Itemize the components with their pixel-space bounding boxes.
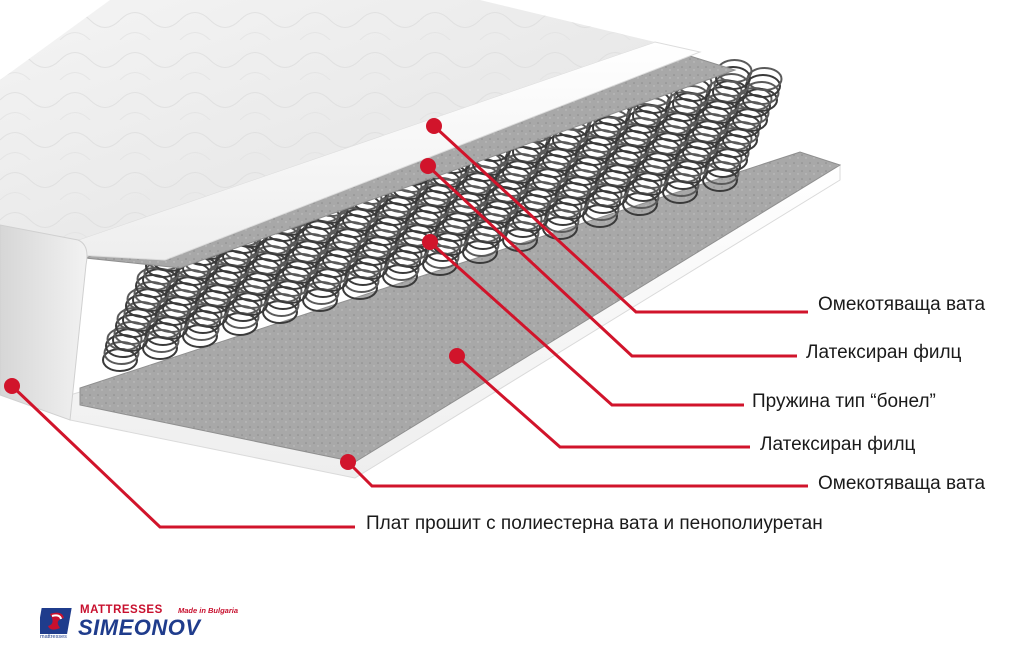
label-top-wadding: Омекотяваща вата: [818, 294, 986, 315]
callout-dot-bonnell-spring: [422, 234, 438, 250]
callout-dot-cover-fabric: [4, 378, 20, 394]
logo-top-text: MATTRESSES: [80, 604, 163, 616]
callout-dot-top-wadding: [426, 118, 442, 134]
callout-line-bottom-felt: [456, 354, 750, 449]
logo-sub-text: mattresses: [40, 634, 67, 640]
callout-line-bottom-wadding: [346, 460, 808, 488]
logo-brand-name: SIMEONOV: [78, 615, 201, 640]
callout-dot-bottom-wadding: [340, 454, 356, 470]
bottom-felt-layer: [79, 151, 842, 463]
cover-side-fold: [0, 224, 88, 421]
label-cover-fabric: Плат прошит с полиестерна вата и пенопол…: [366, 513, 823, 534]
label-bottom-felt: Латексиран филц: [760, 434, 916, 455]
callout-line-top-wadding: [432, 124, 808, 314]
spring-block: [102, 59, 783, 372]
callout-lines: [4, 118, 808, 529]
label-top-felt: Латексиран филц: [806, 342, 962, 363]
callout-line-bonnell-spring: [428, 240, 744, 407]
callout-line-cover-fabric: [10, 384, 355, 529]
callout-dot-bottom-felt: [449, 348, 465, 364]
logo-emblem-icon: [40, 608, 72, 634]
logo-made-text: Made in Bulgaria: [178, 606, 239, 615]
spring-coil: [715, 66, 751, 90]
callout-line-top-felt: [426, 164, 797, 358]
label-bottom-wadding: Омекотяваща вата: [818, 473, 986, 494]
simeonov-logo: MATTRESSES Made in Bulgaria SIMEONOV mat…: [40, 602, 270, 644]
spring-coil: [713, 73, 750, 97]
callout-dot-top-felt: [420, 158, 436, 174]
label-bonnell-spring: Пружина тип “бонел”: [752, 391, 936, 412]
